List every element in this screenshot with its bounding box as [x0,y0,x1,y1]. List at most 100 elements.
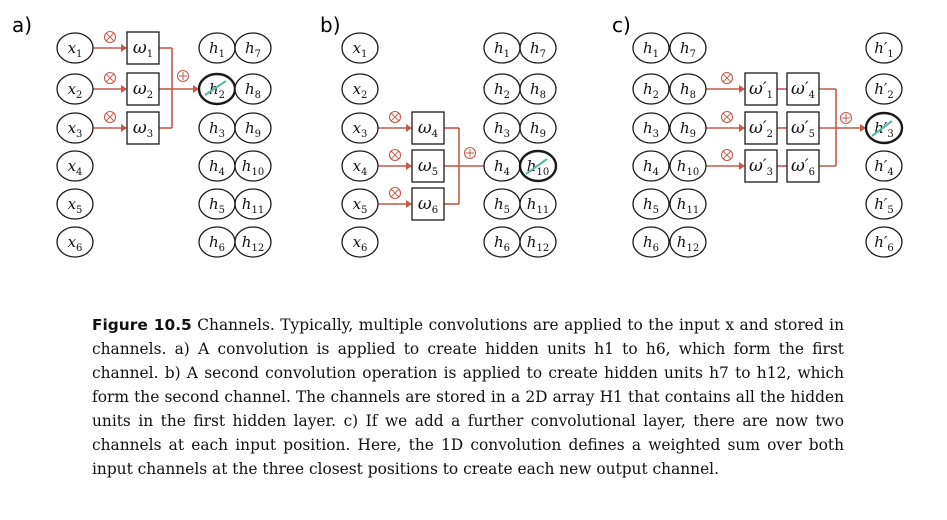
panel-a-hidden-node-9-label: h9 [245,119,261,140]
panel-b-weight-4-label: ω4 [418,118,438,140]
panel-a-add [176,69,190,83]
panel-b-hidden-node-12-label: h12 [527,233,549,254]
panel-c-hidden-node-4-label: h4 [643,157,659,178]
panel-c-hidden-node-8 [669,73,707,105]
panel-a-hidden-node-1-label: h1 [209,39,225,60]
panel-b-hidden-node-7-label: h7 [530,39,546,60]
panel-c-hidden-node-1-label: h1 [643,39,659,60]
panel-b-hidden-node-4-label: h4 [494,157,510,178]
panel-b-input-node-1-label: x1 [353,39,368,60]
panel-b-hidden-node-7 [519,32,557,64]
panel-a-hidden-node-12-label: h12 [242,233,264,254]
panel-a-hidden-node-7-label: h7 [245,39,261,60]
panel-b-highlight-tick [525,158,548,175]
panel-a-multiply-2 [103,71,117,85]
panel-c-weight-2 [744,111,778,145]
panel-b-input-node-3 [341,112,379,144]
panel-b-hidden-node-3-label: h3 [494,119,510,140]
panel-b-multiply-5 [388,186,402,200]
panel-a-input-node-3-label: x3 [68,119,83,140]
panel-b-hidden-node-5-label: h5 [494,195,510,216]
panel-a-hidden-node-10 [234,150,272,182]
panel-b-hidden-node-6-label: h6 [494,233,510,254]
panel-a-multiply-3-stroke-b [105,112,115,122]
panel-a-hidden-node-7 [234,32,272,64]
panel-b-input-wire-4-head [406,162,412,170]
panel-c-weight-3 [744,149,778,183]
panel-c-output-node-5-label: h′5 [874,195,893,216]
panel-a-weight-2 [126,72,160,106]
panel-a-input-wire-2-head [121,85,127,93]
panel-c-highlight-tick [871,120,893,137]
panel-b-input-node-4 [341,150,379,182]
panel-b-input-node-4-label: x4 [353,157,368,178]
panel-a-weight-1 [126,31,160,65]
panel-a-hidden-node-12 [234,226,272,258]
panel-b-hidden-node-1-label: h1 [494,39,510,60]
panel-c-weight-5-label: ω′5 [791,118,815,140]
panel-b-hidden-node-8 [519,73,557,105]
panel-a-input-node-6 [56,226,94,258]
panel-a-hidden-node-4-label: h4 [209,157,225,178]
panel-c-output-node-2 [865,73,903,105]
panel-c-hidden-node-1 [632,32,670,64]
panel-c-hidden-node-9-label: h9 [680,119,696,140]
panel-c-hidden-node-5-label: h5 [643,195,659,216]
panel-b-weight-5 [411,149,445,183]
panel-a-input-node-4-label: x4 [68,157,83,178]
panel-b-label: b) [320,13,341,37]
panel-c-hidden-node-9 [669,112,707,144]
panel-c-input-wire-4-head [739,162,745,170]
panel-b-hidden-node-10-label: h10 [527,157,549,178]
panel-a-input-node-5-label: x5 [68,195,83,216]
panel-b-weight-5-label: ω5 [418,156,438,178]
panel-c-hidden-node-4 [632,150,670,182]
panel-a-label: a) [12,13,32,37]
panel-c-hidden-node-2 [632,73,670,105]
panel-c-weight-1 [744,72,778,106]
panel-c-output-node-2-label: h′2 [874,80,893,101]
panel-a-input-node-1 [56,32,94,64]
diagram-nodes: a)x1x2x3x4x5x6ω1ω2ω3h1h2h3h4h5h6h7h8h9h1… [12,13,904,258]
panel-b-input-node-2-label: x2 [353,80,368,101]
panel-c-weight-3-label: ω′3 [749,156,773,178]
panel-c-hidden-node-3-label: h3 [643,119,659,140]
panel-a-input-node-5 [56,188,94,220]
panel-c-hidden-node-6 [632,226,670,258]
panel-c-hidden-node-7-label: h7 [680,39,696,60]
panel-c-weight-6-label: ω′6 [791,156,815,178]
panel-c-multiply-3-stroke-b [722,112,732,122]
panel-b-add [463,146,477,160]
panel-c-label: c) [612,13,631,37]
panel-a-input-node-4 [56,150,94,182]
panel-a-input-wire-1-head [121,44,127,52]
panel-c-hidden-node-2-label: h2 [643,80,659,101]
panel-b-weight-6 [411,187,445,221]
panel-a-input-node-6-label: x6 [68,233,83,254]
panel-b-multiply-3 [388,110,402,124]
panel-b-hidden-node-11-label: h11 [527,195,549,216]
panel-c-hidden-node-3 [632,112,670,144]
panel-b-input-wire-3-head [406,124,412,132]
panel-b-multiply-5-stroke-b [390,188,400,198]
panel-c-weight-5 [786,111,820,145]
panel-a-hidden-node-11-label: h11 [242,195,264,216]
panel-a-weight-3-label: ω3 [133,118,153,140]
panel-a-multiply-1-stroke-b [105,32,115,42]
panel-a-multiply-2-stroke-b [105,73,115,83]
panel-c-weight-4 [786,72,820,106]
panel-c-input-wire-2-head [739,85,745,93]
panel-b-multiply-4-stroke-b [390,150,400,160]
panel-c-multiply-3 [720,110,734,124]
panel-b-input-node-5-label: x5 [353,195,368,216]
panel-a-multiply-1 [103,30,117,44]
panel-b-weight-4 [411,111,445,145]
panel-a-hidden-node-3-label: h3 [209,119,225,140]
panel-b-multiply-4 [388,148,402,162]
panel-a-highlight-tick [204,80,227,96]
panel-b-hidden-node-9 [519,112,557,144]
panel-c-weight-6 [786,149,820,183]
panel-c-input-wire-3-head [739,124,745,132]
panel-c-hidden-node-8-label: h8 [680,80,696,101]
panel-c-hidden-node-12 [669,226,707,258]
